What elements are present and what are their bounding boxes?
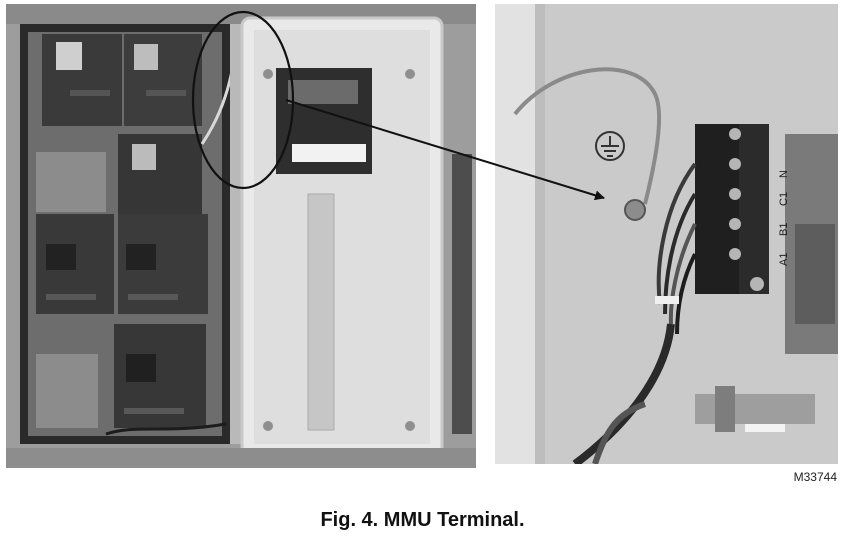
- figure-caption: Fig. 4. MMU Terminal.: [320, 509, 525, 531]
- terminal-label-n: N: [778, 170, 790, 178]
- circuit-board-group: [36, 34, 208, 428]
- terminal-closeup-photo: A1 B1 C1 N: [495, 4, 838, 464]
- enclosure-photo: [6, 4, 476, 468]
- figure-id: M33744: [793, 470, 837, 484]
- terminal-block: [695, 124, 769, 294]
- terminal-label-c1: C1: [778, 192, 790, 206]
- terminal-label-b1: B1: [778, 223, 790, 236]
- terminal-label-a1: A1: [778, 253, 790, 266]
